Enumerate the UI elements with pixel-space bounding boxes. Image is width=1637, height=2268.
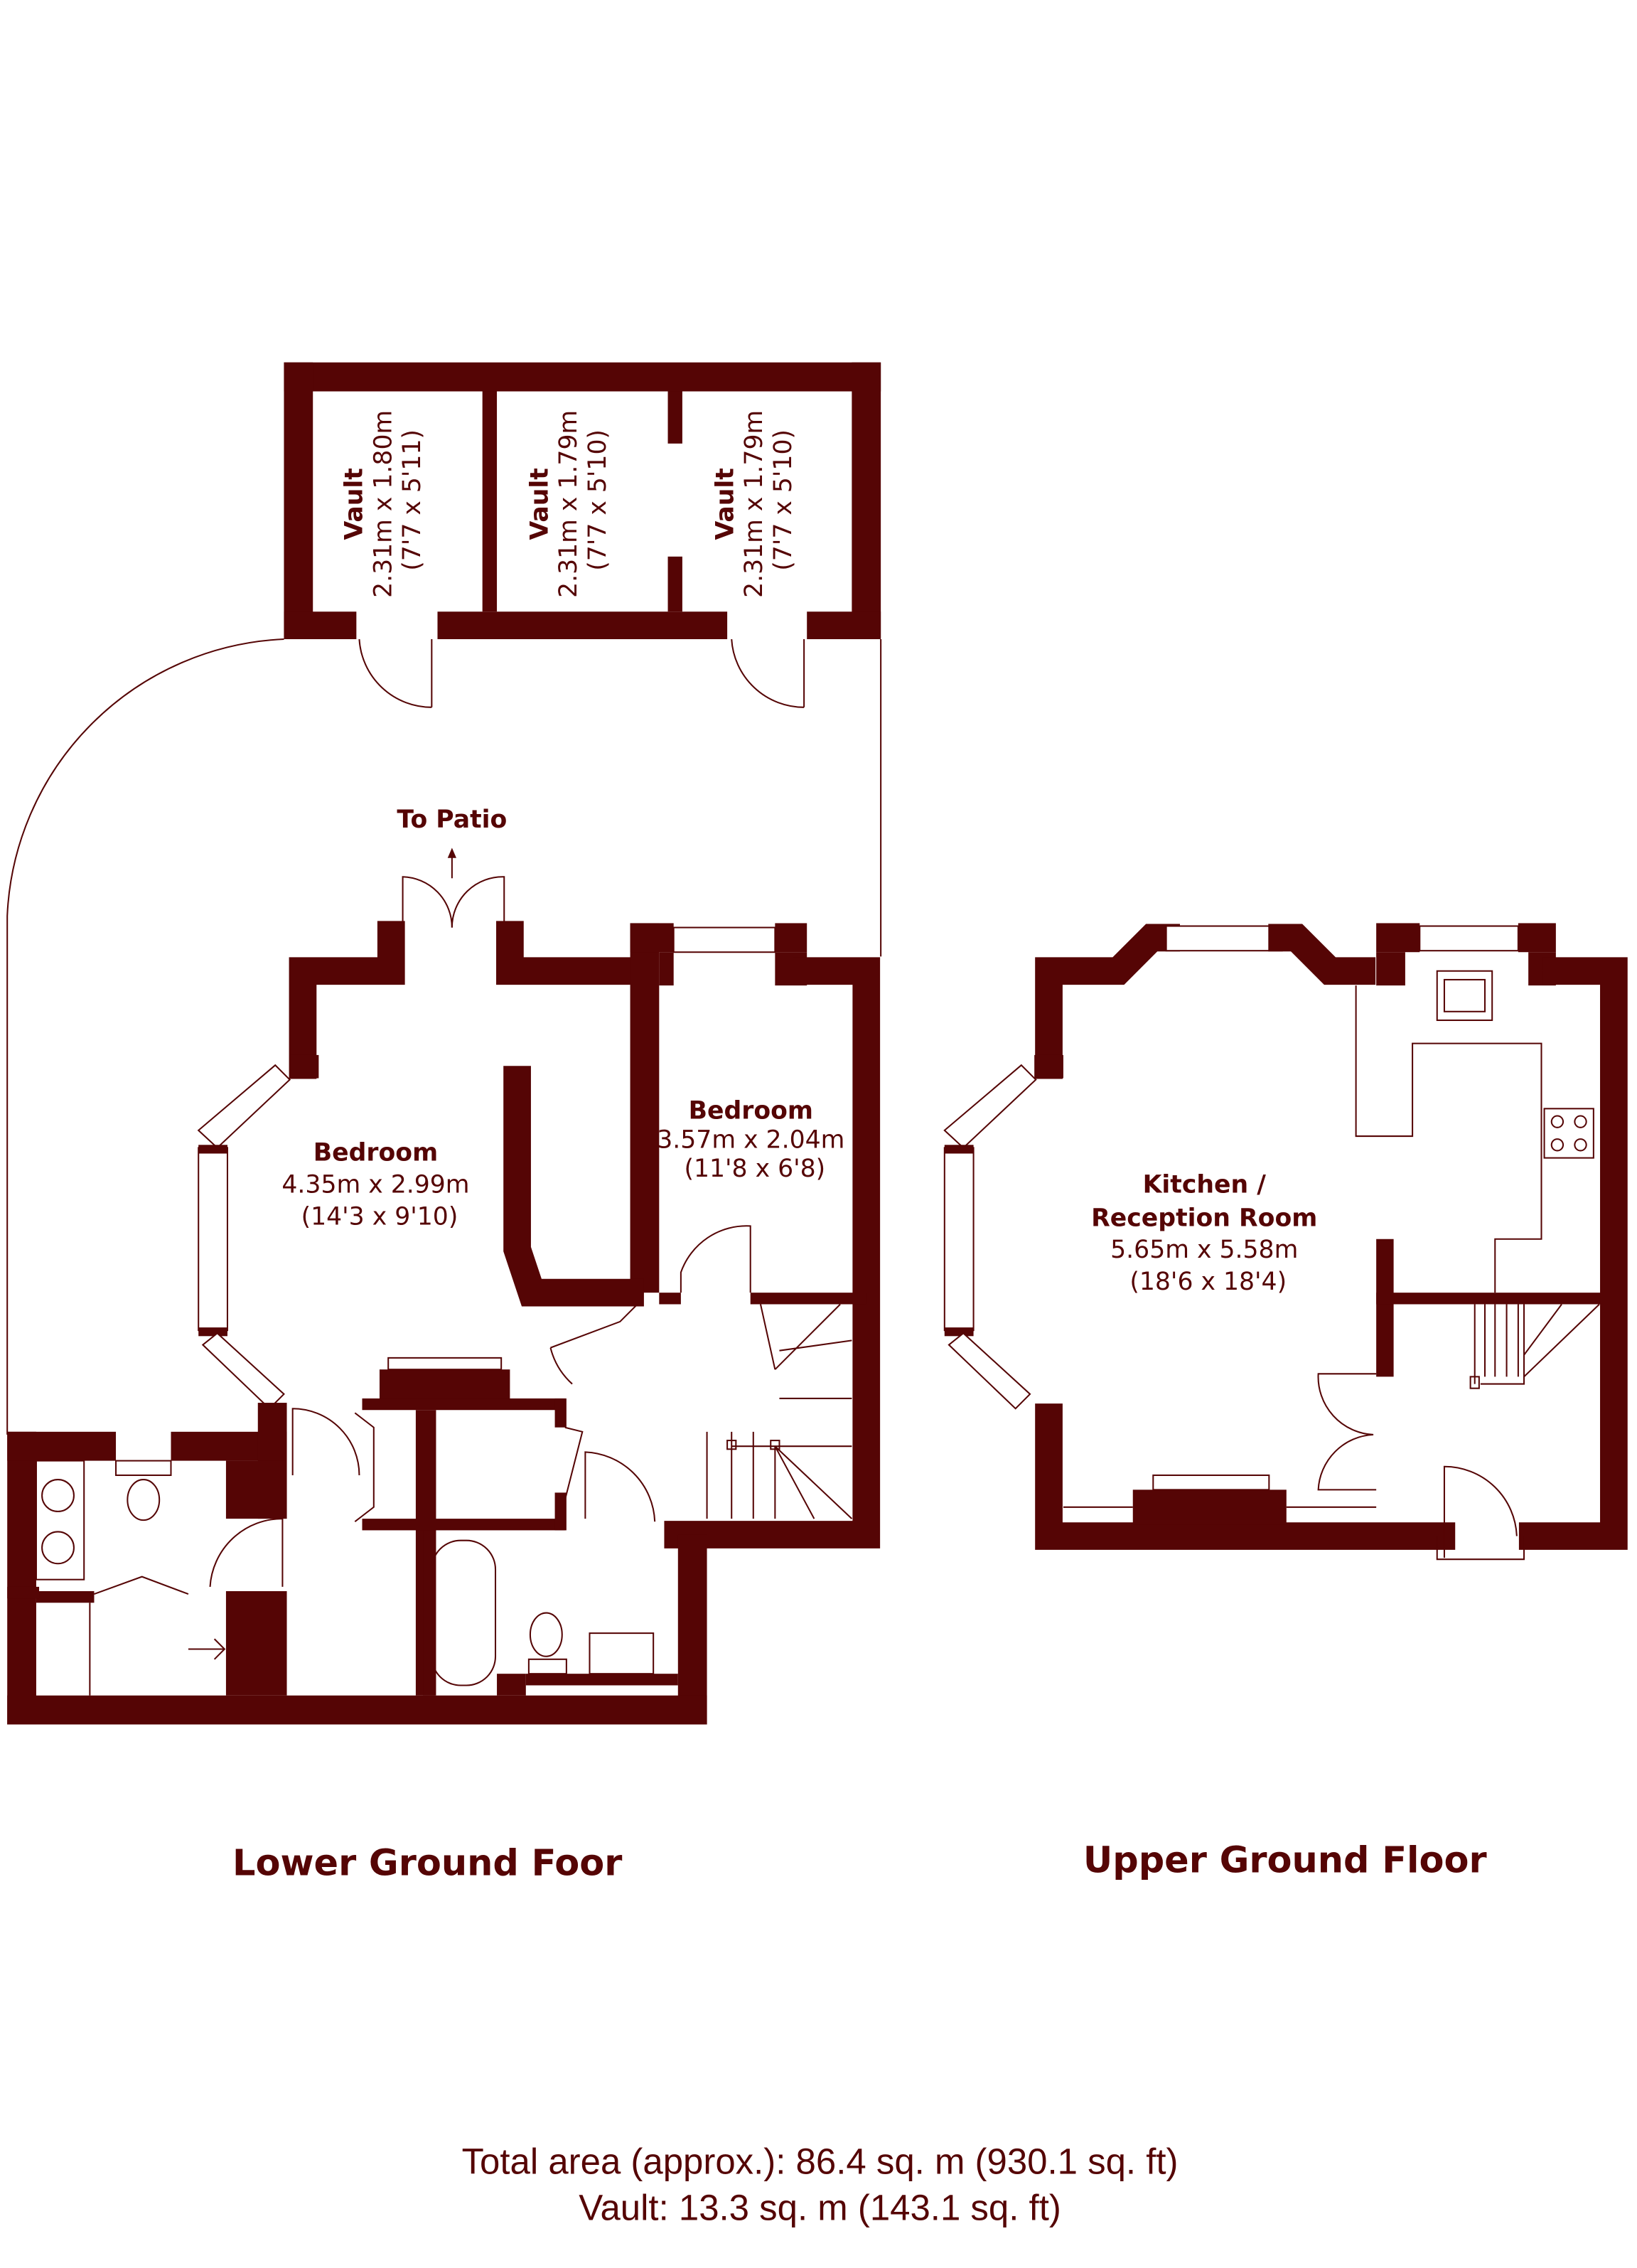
- vault-label: Vault 2.31m x 1.79m (7'7 x 5'10): [525, 402, 612, 598]
- hob-icon: [1543, 1108, 1594, 1159]
- staircase: [1469, 1303, 1600, 1389]
- door-swing: [584, 1451, 656, 1522]
- basin-icon: [589, 1632, 655, 1675]
- patio-french-doors: [402, 876, 505, 928]
- bedroom-1-label: Bedroom 4.35m x 2.99m (14'3 x 9'10): [281, 1139, 477, 1231]
- to-patio-label: To Patio: [397, 806, 507, 834]
- lower-ground-title: Lower Ground Foor: [232, 1842, 622, 1884]
- staircase: [706, 1303, 853, 1519]
- door-swing: [291, 1408, 360, 1475]
- kitchen-reception-label: Kitchen / Reception Room 5.65m x 5.58m (…: [1091, 1171, 1325, 1297]
- entrance-door: [1436, 1465, 1525, 1561]
- double-door: [1317, 1373, 1377, 1491]
- vault-label: Vault 2.31m x 1.80m (7'7 x 5'11): [340, 402, 427, 598]
- patio-outline: To Patio: [6, 638, 882, 1435]
- upper-ground-fixtures: [1317, 970, 1600, 1561]
- toilet-icon: [127, 1479, 161, 1521]
- arrow-head-icon: [447, 847, 456, 858]
- door-swing: [209, 1518, 284, 1587]
- door-swing: [549, 1303, 638, 1385]
- vault-label: Vault 2.31m x 1.79m (7'7 x 5'10): [711, 402, 798, 598]
- sink-icon: [1436, 970, 1493, 1022]
- kitchen-counter: [1355, 985, 1542, 1293]
- lower-ground-walls: [7, 921, 881, 1725]
- lower-ground-fixtures: [35, 1225, 853, 1696]
- door-swing: [680, 1225, 751, 1293]
- vault-area-text: Vault: 13.3 sq. m (143.1 sq. ft): [579, 2188, 1061, 2228]
- vault-door: [731, 638, 805, 708]
- shower-icon: [188, 1638, 226, 1660]
- wardrobe: [354, 1412, 584, 1522]
- toilet-icon: [529, 1612, 563, 1657]
- vault-door: [358, 638, 433, 708]
- bath-icon: [431, 1539, 497, 1686]
- upper-ground-title: Upper Ground Floor: [1083, 1839, 1487, 1881]
- total-area-text: Total area (approx.): 86.4 sq. m (930.1 …: [462, 2141, 1179, 2181]
- shower-door: [94, 1576, 189, 1595]
- basin-icon: [41, 1479, 75, 1512]
- basin-icon: [41, 1531, 75, 1565]
- vaults: Vault 2.31m x 1.80m (7'7 x 5'11) Vault 2…: [284, 362, 881, 708]
- bedroom-2-label: Bedroom 3.57m x 2.04m (11'8 x 6'8): [657, 1097, 852, 1184]
- upper-ground-walls: [943, 923, 1628, 1550]
